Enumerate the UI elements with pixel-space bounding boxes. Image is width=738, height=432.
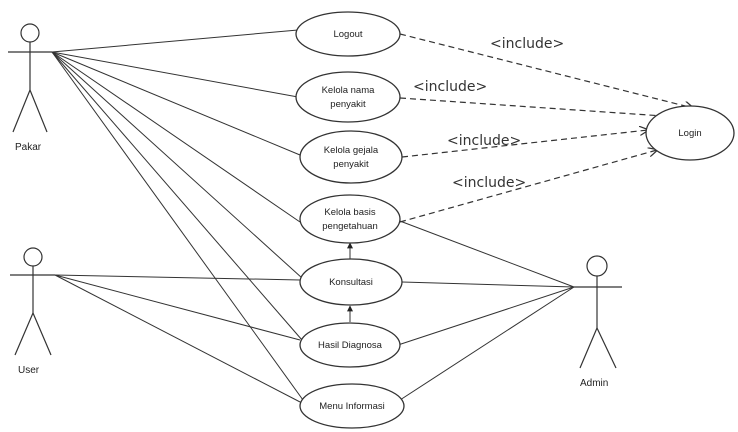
use-case-menu-informasi-label: Menu Informasi <box>319 401 384 412</box>
actor-admin-label: Admin <box>580 378 608 389</box>
include-label-logout: <include> <box>490 36 564 52</box>
use-case-kelola-nama-label-1: Kelola nama <box>322 85 376 96</box>
use-case-kelola-basis-label-2: pengetahuan <box>322 221 377 232</box>
use-case-kelola-nama-label-2: penyakit <box>330 99 366 110</box>
use-case-hasil-diagnosa[interactable]: Hasil Diagnosa <box>299 322 401 368</box>
use-case-logout-label: Logout <box>333 29 362 40</box>
use-case-login[interactable]: Login <box>645 105 735 161</box>
use-case-konsultasi-label: Konsultasi <box>329 277 373 288</box>
include-label-kelola-basis: <include> <box>452 175 526 191</box>
use-case-kelola-gejala-label-2: penyakit <box>333 159 369 170</box>
actor-user[interactable]: User <box>10 247 55 376</box>
use-case-hasil-diagnosa-label: Hasil Diagnosa <box>318 340 383 351</box>
use-case-menu-informasi[interactable]: Menu Informasi <box>299 383 405 429</box>
pakar-associations <box>51 29 304 401</box>
use-case-logout[interactable]: Logout <box>295 11 401 57</box>
use-case-konsultasi[interactable]: Konsultasi <box>299 258 403 306</box>
include-label-kelola-gejala: <include> <box>447 133 521 149</box>
use-case-login-label: Login <box>678 128 701 139</box>
include-relations <box>399 33 693 223</box>
user-associations <box>54 274 303 404</box>
actor-pakar-label: Pakar <box>15 142 42 153</box>
actor-admin[interactable]: Admin <box>574 255 622 389</box>
admin-associations <box>391 217 575 401</box>
use-case-kelola-gejala-label-1: Kelola gejala <box>324 145 379 156</box>
use-case-kelola-nama-penyakit[interactable]: Kelola nama penyakit <box>295 71 401 123</box>
actor-pakar[interactable]: Pakar <box>8 23 52 153</box>
use-case-kelola-basis-pengetahuan[interactable]: Kelola basis pengetahuan <box>299 194 401 244</box>
include-label-kelola-nama: <include> <box>413 79 487 95</box>
actor-user-label: User <box>18 365 40 376</box>
use-case-kelola-basis-label-1: Kelola basis <box>324 207 375 218</box>
use-case-kelola-gejala-penyakit[interactable]: Kelola gejala penyakit <box>299 130 403 184</box>
